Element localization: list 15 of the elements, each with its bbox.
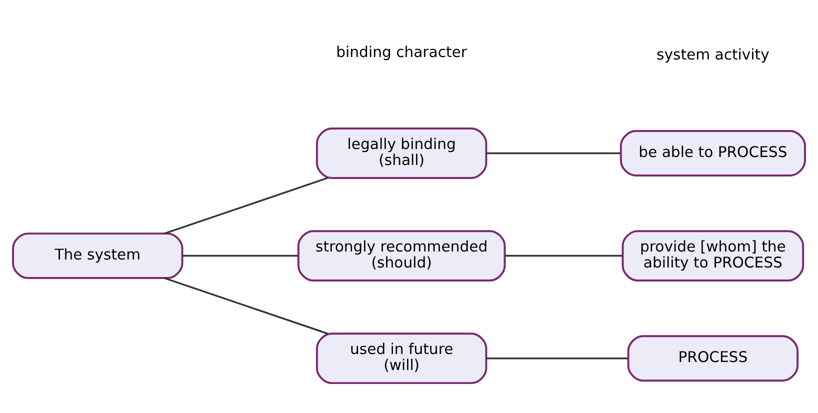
- node-box: strongly recommended (should): [297, 230, 506, 281]
- node-box: be able to PROCESS: [620, 130, 806, 176]
- node-box: PROCESS: [627, 334, 799, 382]
- connector: [486, 356, 628, 359]
- connector: [164, 276, 328, 334]
- node-box: The system: [12, 232, 184, 279]
- connector: [164, 176, 328, 234]
- node-box: provide [whom] the ability to PROCESS: [622, 230, 804, 281]
- connector: [182, 254, 298, 256]
- node-box: legally binding (shall): [316, 127, 488, 178]
- connector: [486, 152, 620, 154]
- connector: [504, 254, 622, 256]
- label: binding character: [336, 44, 468, 61]
- node-box: used in future (will): [316, 332, 488, 384]
- label: system activity: [656, 46, 770, 63]
